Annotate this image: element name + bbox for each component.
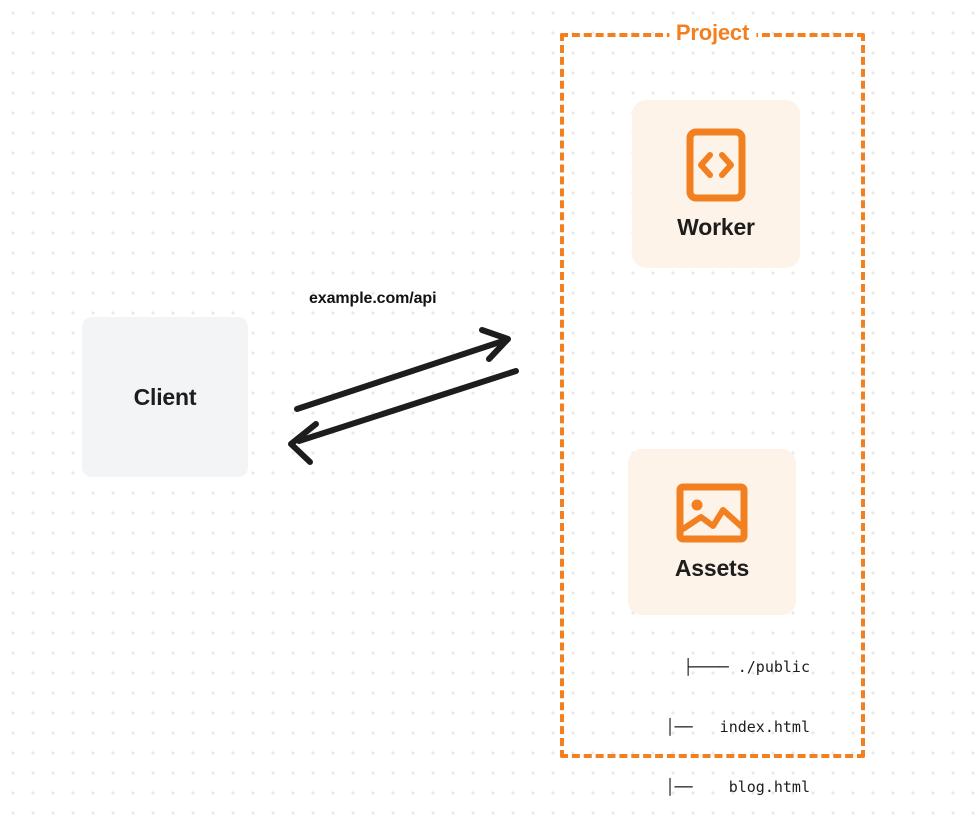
assets-file-tree: ├──── ./public │── index.html │── blog.h…	[600, 617, 811, 818]
worker-node[interactable]: Worker	[632, 100, 800, 268]
file-tree-line: │── blog.html	[665, 778, 811, 796]
worker-node-label: Worker	[677, 213, 755, 240]
request-url-label: example.com/api	[309, 290, 437, 307]
file-tree-line: ├──── ./public	[683, 658, 810, 676]
assets-node-label: Assets	[674, 554, 750, 581]
response-arrow	[288, 368, 519, 465]
client-node[interactable]: Client	[82, 317, 248, 477]
assets-node[interactable]: Assets	[628, 449, 796, 615]
image-picture-icon	[676, 483, 748, 543]
request-arrow	[294, 327, 511, 412]
code-brackets-icon	[686, 128, 746, 202]
file-tree-line: │── index.html	[665, 718, 811, 736]
project-container: Project	[560, 20, 865, 758]
project-title-label: Project	[668, 20, 757, 46]
client-node-label: Client	[133, 383, 197, 410]
